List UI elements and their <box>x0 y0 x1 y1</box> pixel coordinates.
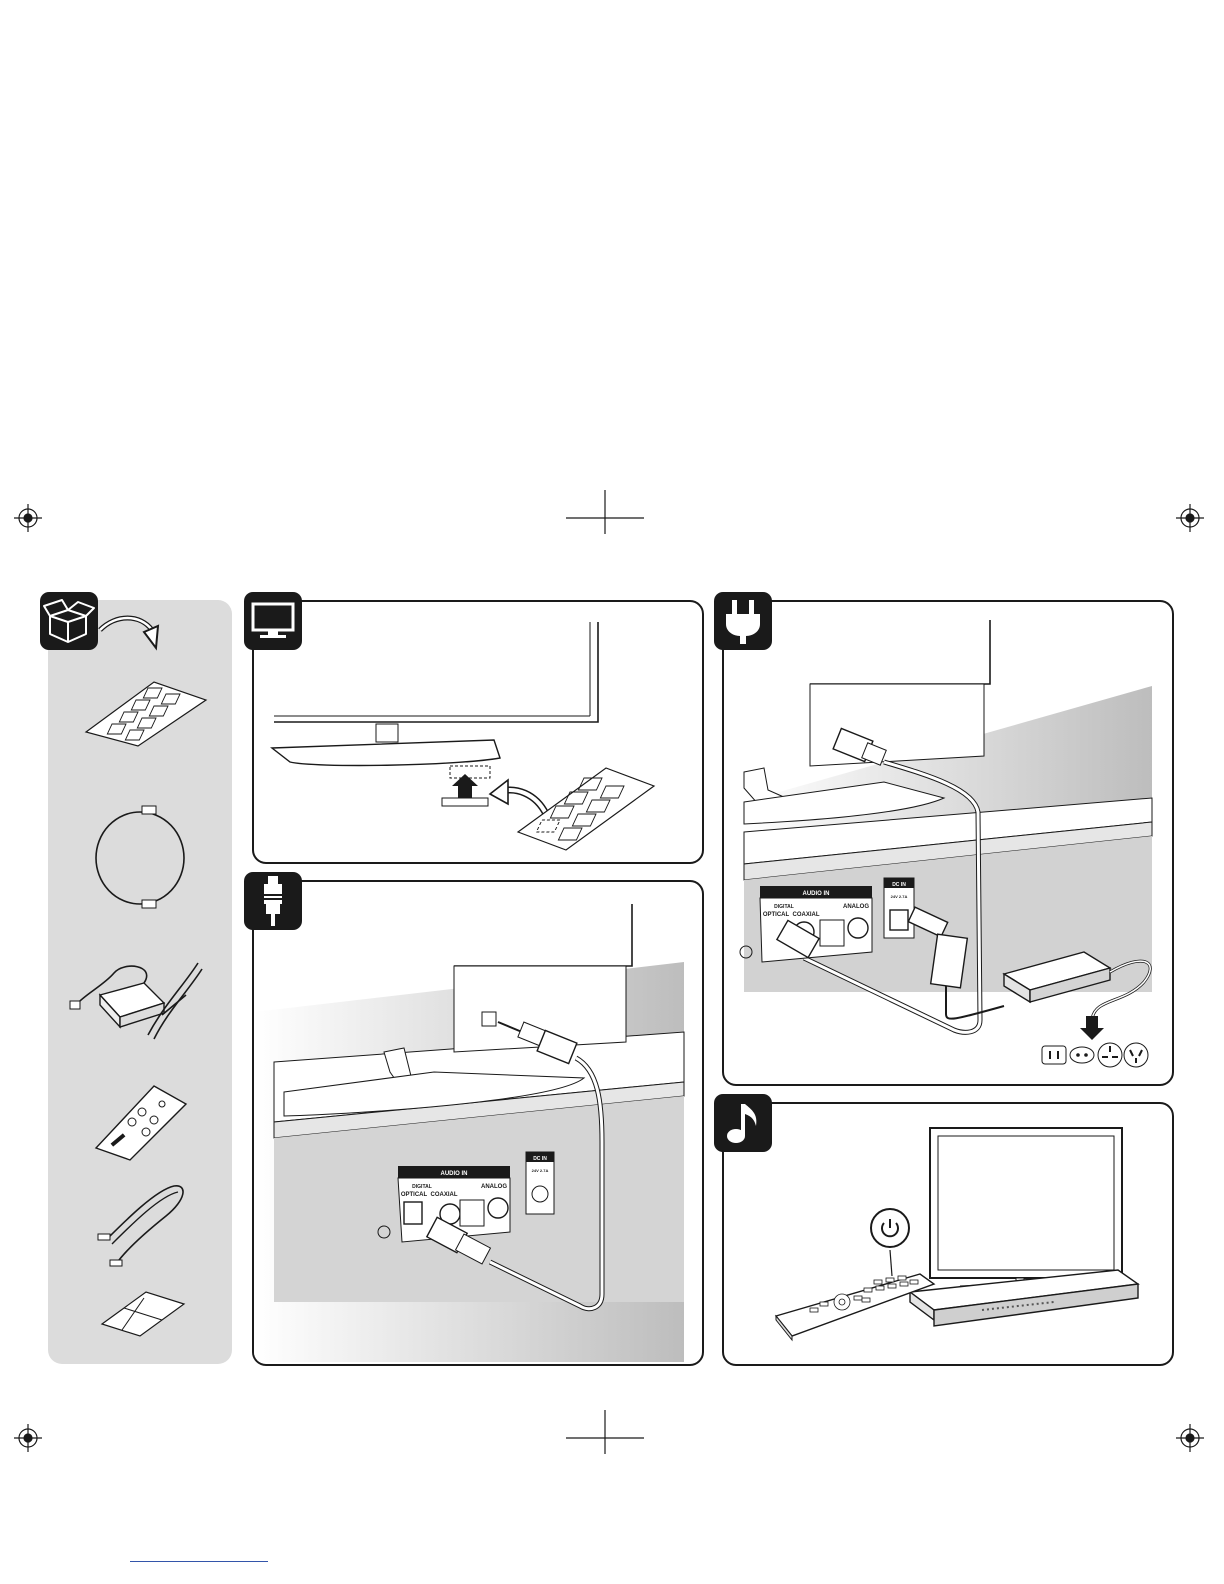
step-connect-cable-panel: AUDIO IN DIGITAL OPTICAL COAXIAL ANALOG … <box>252 880 704 1366</box>
analog-cable-icon <box>96 1180 196 1270</box>
audio-in-label: AUDIO IN <box>441 1171 468 1177</box>
tv-icon <box>244 592 302 650</box>
analog-label-2: ANALOG <box>843 904 869 910</box>
optical-cable-icon <box>88 800 198 920</box>
coaxial-label: COAXIAL <box>431 1192 458 1198</box>
dc-rating-label: 24V 2.7A <box>532 1168 549 1173</box>
tv-stand-illustration <box>254 602 702 862</box>
optical-label-2: OPTICAL <box>763 912 790 918</box>
dc-in-label-2: DC IN <box>892 882 906 888</box>
power-button-icon <box>870 1208 910 1248</box>
box-open-icon <box>40 592 98 650</box>
unpack-arrow-icon <box>96 608 166 658</box>
remote-control-icon <box>90 1078 190 1162</box>
optical-label: OPTICAL <box>401 1192 428 1198</box>
power-connection-illustration: AUDIO IN DIGITAL OPTICAL COAXIAL ANALOG … <box>724 602 1172 1084</box>
ac-adapter-icon <box>64 955 214 1050</box>
step-connect-power-panel: AUDIO IN DIGITAL OPTICAL COAXIAL ANALOG … <box>722 600 1174 1086</box>
small-pads-icon <box>98 1288 188 1338</box>
digital-label-2: DIGITAL <box>774 904 794 910</box>
step-attach-pads-panel <box>252 600 704 864</box>
felt-pads-icon <box>82 678 212 748</box>
footer-rule <box>130 1561 268 1562</box>
step-power-on-panel <box>722 1102 1174 1366</box>
audio-in-label-2: AUDIO IN <box>803 891 830 897</box>
music-note-icon <box>714 1094 772 1152</box>
registration-marks-bottom <box>0 1410 1224 1470</box>
coaxial-label-2: COAXIAL <box>793 912 820 918</box>
analog-label: ANALOG <box>481 1184 507 1190</box>
dc-rating-label-2: 24V 2.7A <box>891 894 908 899</box>
digital-label: DIGITAL <box>412 1184 432 1190</box>
registration-marks-top <box>0 490 1224 550</box>
dc-in-label: DC IN <box>533 1156 547 1162</box>
optical-cable-icon <box>244 872 302 930</box>
power-on-illustration <box>724 1104 1172 1364</box>
optical-connection-illustration: AUDIO IN DIGITAL OPTICAL COAXIAL ANALOG … <box>254 882 702 1364</box>
power-plug-icon <box>714 592 772 650</box>
